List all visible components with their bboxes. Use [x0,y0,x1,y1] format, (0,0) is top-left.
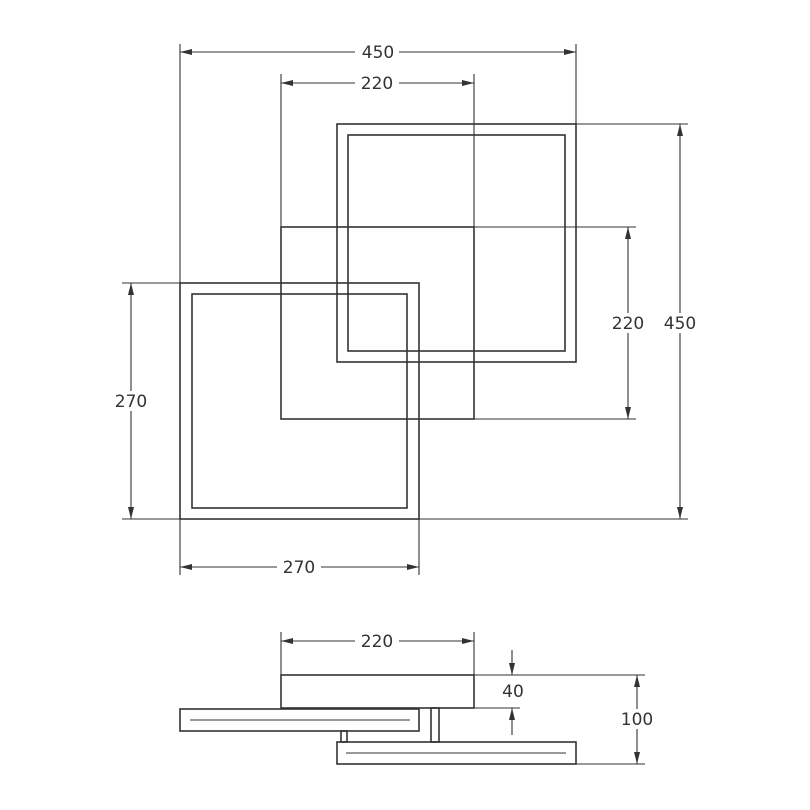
dim-label-bottom: 270 [283,558,315,578]
dim-label-side-thickness: 40 [502,682,524,702]
top-view [179,123,577,520]
extension-lines [122,44,688,575]
dim-label-side-top: 220 [361,632,393,652]
center-square [280,226,475,420]
side-extension-lines [280,632,645,765]
dim-side-thickness: 40 [502,650,524,735]
dim-right-outer: 450 [658,124,702,519]
side-post-right [430,707,440,743]
upper-right-frame-outer [336,123,577,363]
dim-label-left: 270 [115,392,147,412]
dim-side-total: 100 [615,675,659,764]
dim-right-inner: 220 [606,227,650,419]
lower-left-frame-inner [191,293,408,509]
dim-label-right-outer: 450 [664,314,696,334]
side-left-bar [179,708,420,732]
dim-top-inner: 220 [281,73,474,94]
side-top-body [280,674,475,709]
dim-left: 270 [109,283,153,519]
dim-side-top: 220 [281,631,474,652]
dim-top-outer: 450 [180,42,576,63]
dim-label-right-inner: 220 [612,314,644,334]
upper-right-frame-inner [347,134,566,352]
lower-left-frame-outer [179,282,420,520]
side-right-bar [336,741,577,765]
dim-bottom: 270 [180,557,419,578]
dim-label-top-inner: 220 [361,74,393,94]
dim-label-top-outer: 450 [362,43,394,63]
side-view [179,674,577,765]
dim-label-side-total: 100 [621,710,653,730]
side-post-left [340,730,348,743]
